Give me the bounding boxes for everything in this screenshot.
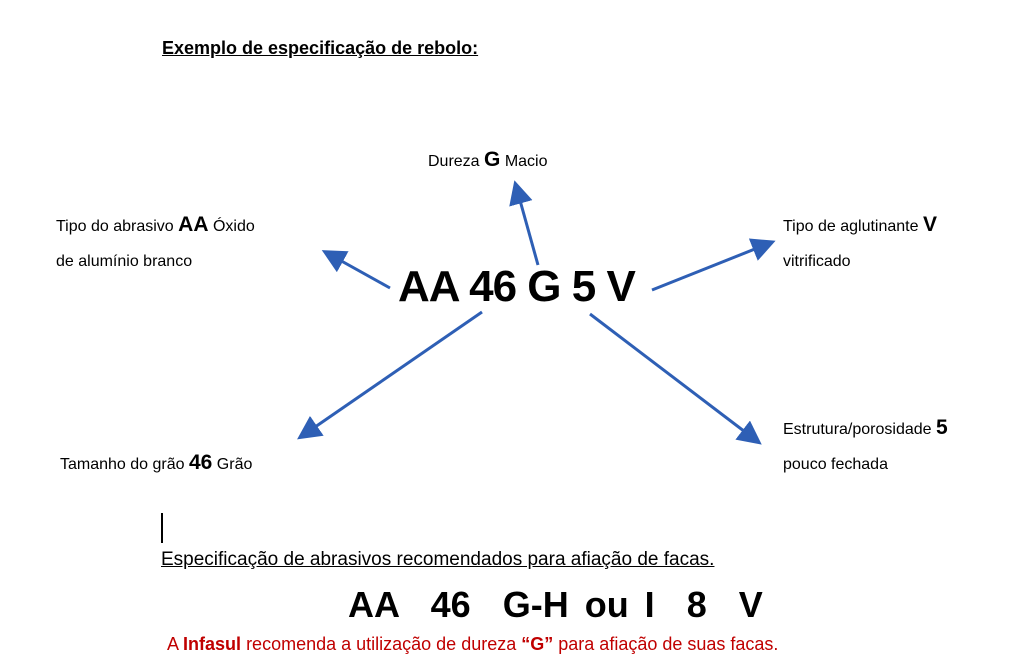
label-code: AA [178,213,209,236]
recommended-heading: Especificação de abrasivos recomendados … [161,549,715,570]
arrow-abrasive [321,250,391,290]
label-hardness: Dureza G Macio [428,142,548,179]
label-code: 5 [935,416,948,439]
label-grain: Tamanho do grão 46 Grão [60,445,252,482]
label-text: Tamanho do grão [60,456,185,473]
label-text: vitrificado [783,253,851,270]
label-abrasive: Tipo do abrasivo AA Óxido de alumínio br… [56,207,255,279]
brand-name: Infasul [183,634,242,654]
label-text: Tipo de aglutinante [783,218,919,235]
label-code: G [484,148,501,171]
arrow-structure [589,312,762,445]
label-binder: Tipo de aglutinante V vitrificado [783,207,937,279]
arrow-binder [651,238,776,292]
wheel-spec-code: AA 46 G 5 V [398,262,636,311]
note-hardness: “G” [521,634,554,654]
recommendation-note: A Infasul recomenda a utilização de dure… [167,634,778,655]
label-text: Tipo do abrasivo [56,218,174,235]
recommended-code: AA 46 G-H ou I 8 V [348,584,763,625]
arrow-hardness [509,180,540,266]
label-text: Óxido [212,218,255,235]
note-text: para afiação de suas facas. [558,634,779,654]
note-text: A [167,634,179,654]
label-text: de alumínio branco [56,253,193,270]
label-code: V [922,213,937,236]
label-text: Macio [504,153,548,170]
label-text: Estrutura/porosidade [783,421,932,438]
label-text: pouco fechada [783,456,888,473]
label-structure: Estrutura/porosidade 5 pouco fechada [783,410,948,482]
arrow-grain [297,310,483,440]
label-code: 46 [188,451,213,474]
text-cursor [161,513,163,543]
note-text: recomenda a utilização de dureza [246,634,517,654]
label-text: Grão [216,456,253,473]
page-title: Exemplo de especificação de rebolo: [162,38,479,58]
label-text: Dureza [428,153,480,170]
